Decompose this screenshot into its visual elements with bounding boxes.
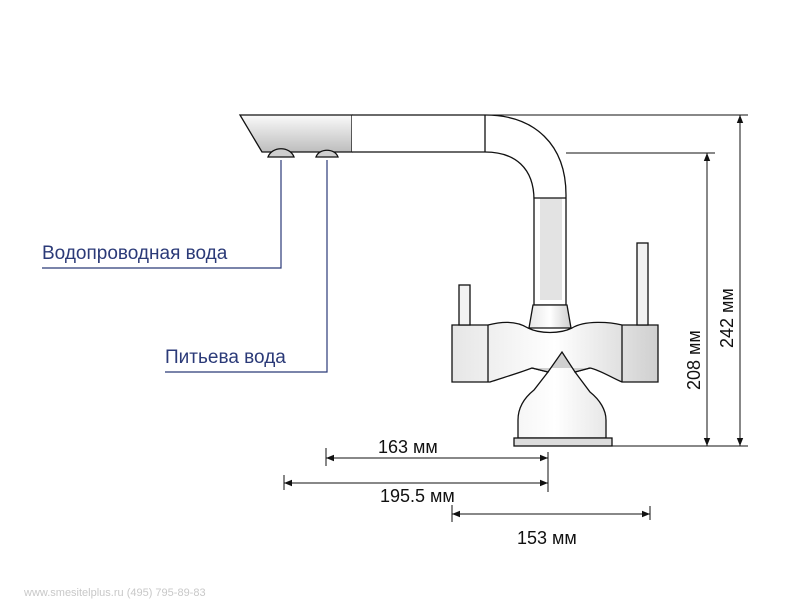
dim-label-153: 153 мм (517, 528, 577, 548)
dim-label-163: 163 мм (378, 437, 438, 457)
aerator-tap (267, 148, 295, 158)
base-plate (513, 437, 613, 447)
spout-head (238, 114, 353, 153)
faucet-drawing (238, 114, 659, 447)
tap-water-leader (42, 160, 282, 269)
neck-collar (528, 304, 572, 329)
spout-shading (540, 198, 562, 300)
tap-water-label: Водопроводная вода (42, 243, 228, 264)
vertical-dimensions (485, 114, 748, 447)
dim-label-195: 195.5 мм (380, 486, 455, 506)
horizontal-dimensions (283, 448, 651, 522)
drinking-water-leader (165, 160, 328, 373)
faucet-body (451, 321, 659, 439)
dim-label-208: 208 мм (684, 330, 704, 390)
watermark-text: www.smesitelplus.ru (495) 795-89-83 (23, 587, 206, 599)
leader-lines (42, 160, 328, 373)
left-handle (458, 284, 471, 326)
drinking-water-label: Питьева вода (165, 347, 286, 368)
dim-label-242: 242 мм (717, 288, 737, 348)
spout-tube (352, 114, 567, 306)
right-handle (636, 242, 649, 326)
aerator-drinking (315, 149, 339, 158)
